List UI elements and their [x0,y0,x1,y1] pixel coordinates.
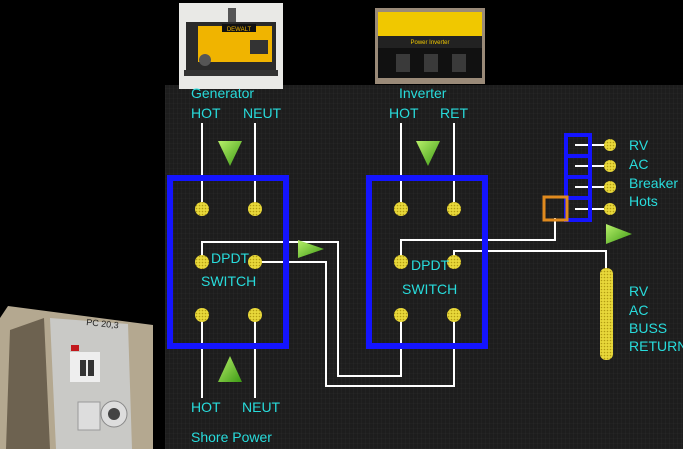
switch2-terminal-common-left [394,255,408,269]
switch1-frame [167,175,289,349]
switch1-neut-to-switch2 [255,261,455,387]
generator-photo: DEWALT [179,3,283,89]
switch2-hot-to-breaker [400,218,556,262]
switch1-terminal-common-left [195,255,209,269]
shore-power-title: Shore Power [191,429,272,445]
switch1-terminal-bottom-left [195,308,209,322]
rv-buss-bar [600,268,613,360]
flow-arrows [218,141,632,382]
switch2-frame [366,175,488,349]
breaker-terminal-2 [604,160,616,172]
switch1-terminal-top-right [248,202,262,216]
inverter-brand-text: Power Inverter [410,40,449,46]
pole-tag-text: PC 20,3 [86,317,119,330]
shore-hot-label: HOT [191,399,221,415]
shore-power-pedestal-photo: PC 20,3 [0,306,153,449]
generator-neut-label: NEUT [243,105,282,121]
switch1-hot-to-switch2 [201,241,402,377]
buss-label-3: BUSS [629,320,667,336]
buss-label-1: RV [629,283,649,299]
inverter-photo: Power Inverter [375,8,485,84]
labels: Generator HOT NEUT Inverter HOT RET DPDT… [191,85,683,445]
breaker-terminal-3 [604,181,616,193]
switch2-ret-to-buss [453,250,607,268]
inverter-ret-label: RET [440,105,468,121]
switch2-label-line1: DPDT [411,257,450,273]
switch1-label-line1: DPDT [211,250,250,266]
switch2-label-line2: SWITCH [402,281,457,297]
switch2-terminal-common-right [447,255,461,269]
switch2-terminal-bottom-left [394,308,408,322]
switch1-terminal-bottom-right [248,308,262,322]
breaker-label-2: AC [629,156,648,172]
breaker-junction [542,195,569,222]
switch1-terminal-common-right [248,255,262,269]
rv-breaker-stack [564,133,592,222]
switch2-terminal-top-left [394,202,408,216]
arrow-down-generator-icon [218,141,242,166]
generator-brand-text: DEWALT [227,27,252,33]
switch1-terminal-top-left [195,202,209,216]
arrow-down-inverter-icon [416,141,440,166]
breaker-label-1: RV [629,137,649,153]
switch1-label-line2: SWITCH [201,273,256,289]
breaker-label-4: Hots [629,193,658,209]
arrow-right-breaker-icon [606,224,632,244]
buss-label-2: AC [629,302,648,318]
shore-neut-label: NEUT [242,399,281,415]
inverter-title: Inverter [399,85,447,101]
generator-hot-label: HOT [191,105,221,121]
breaker-terminal-1 [604,139,616,151]
breaker-terminal-4 [604,203,616,215]
terminals [195,139,616,360]
arrow-up-shore-icon [218,356,242,382]
switch2-terminal-bottom-right [447,308,461,322]
arrow-right-switch1-icon [298,240,324,258]
inverter-hot-label: HOT [389,105,419,121]
switch2-terminal-top-right [447,202,461,216]
buss-label-4: RETURN [629,338,683,354]
breaker-label-3: Breaker [629,175,678,191]
generator-title: Generator [191,85,254,101]
